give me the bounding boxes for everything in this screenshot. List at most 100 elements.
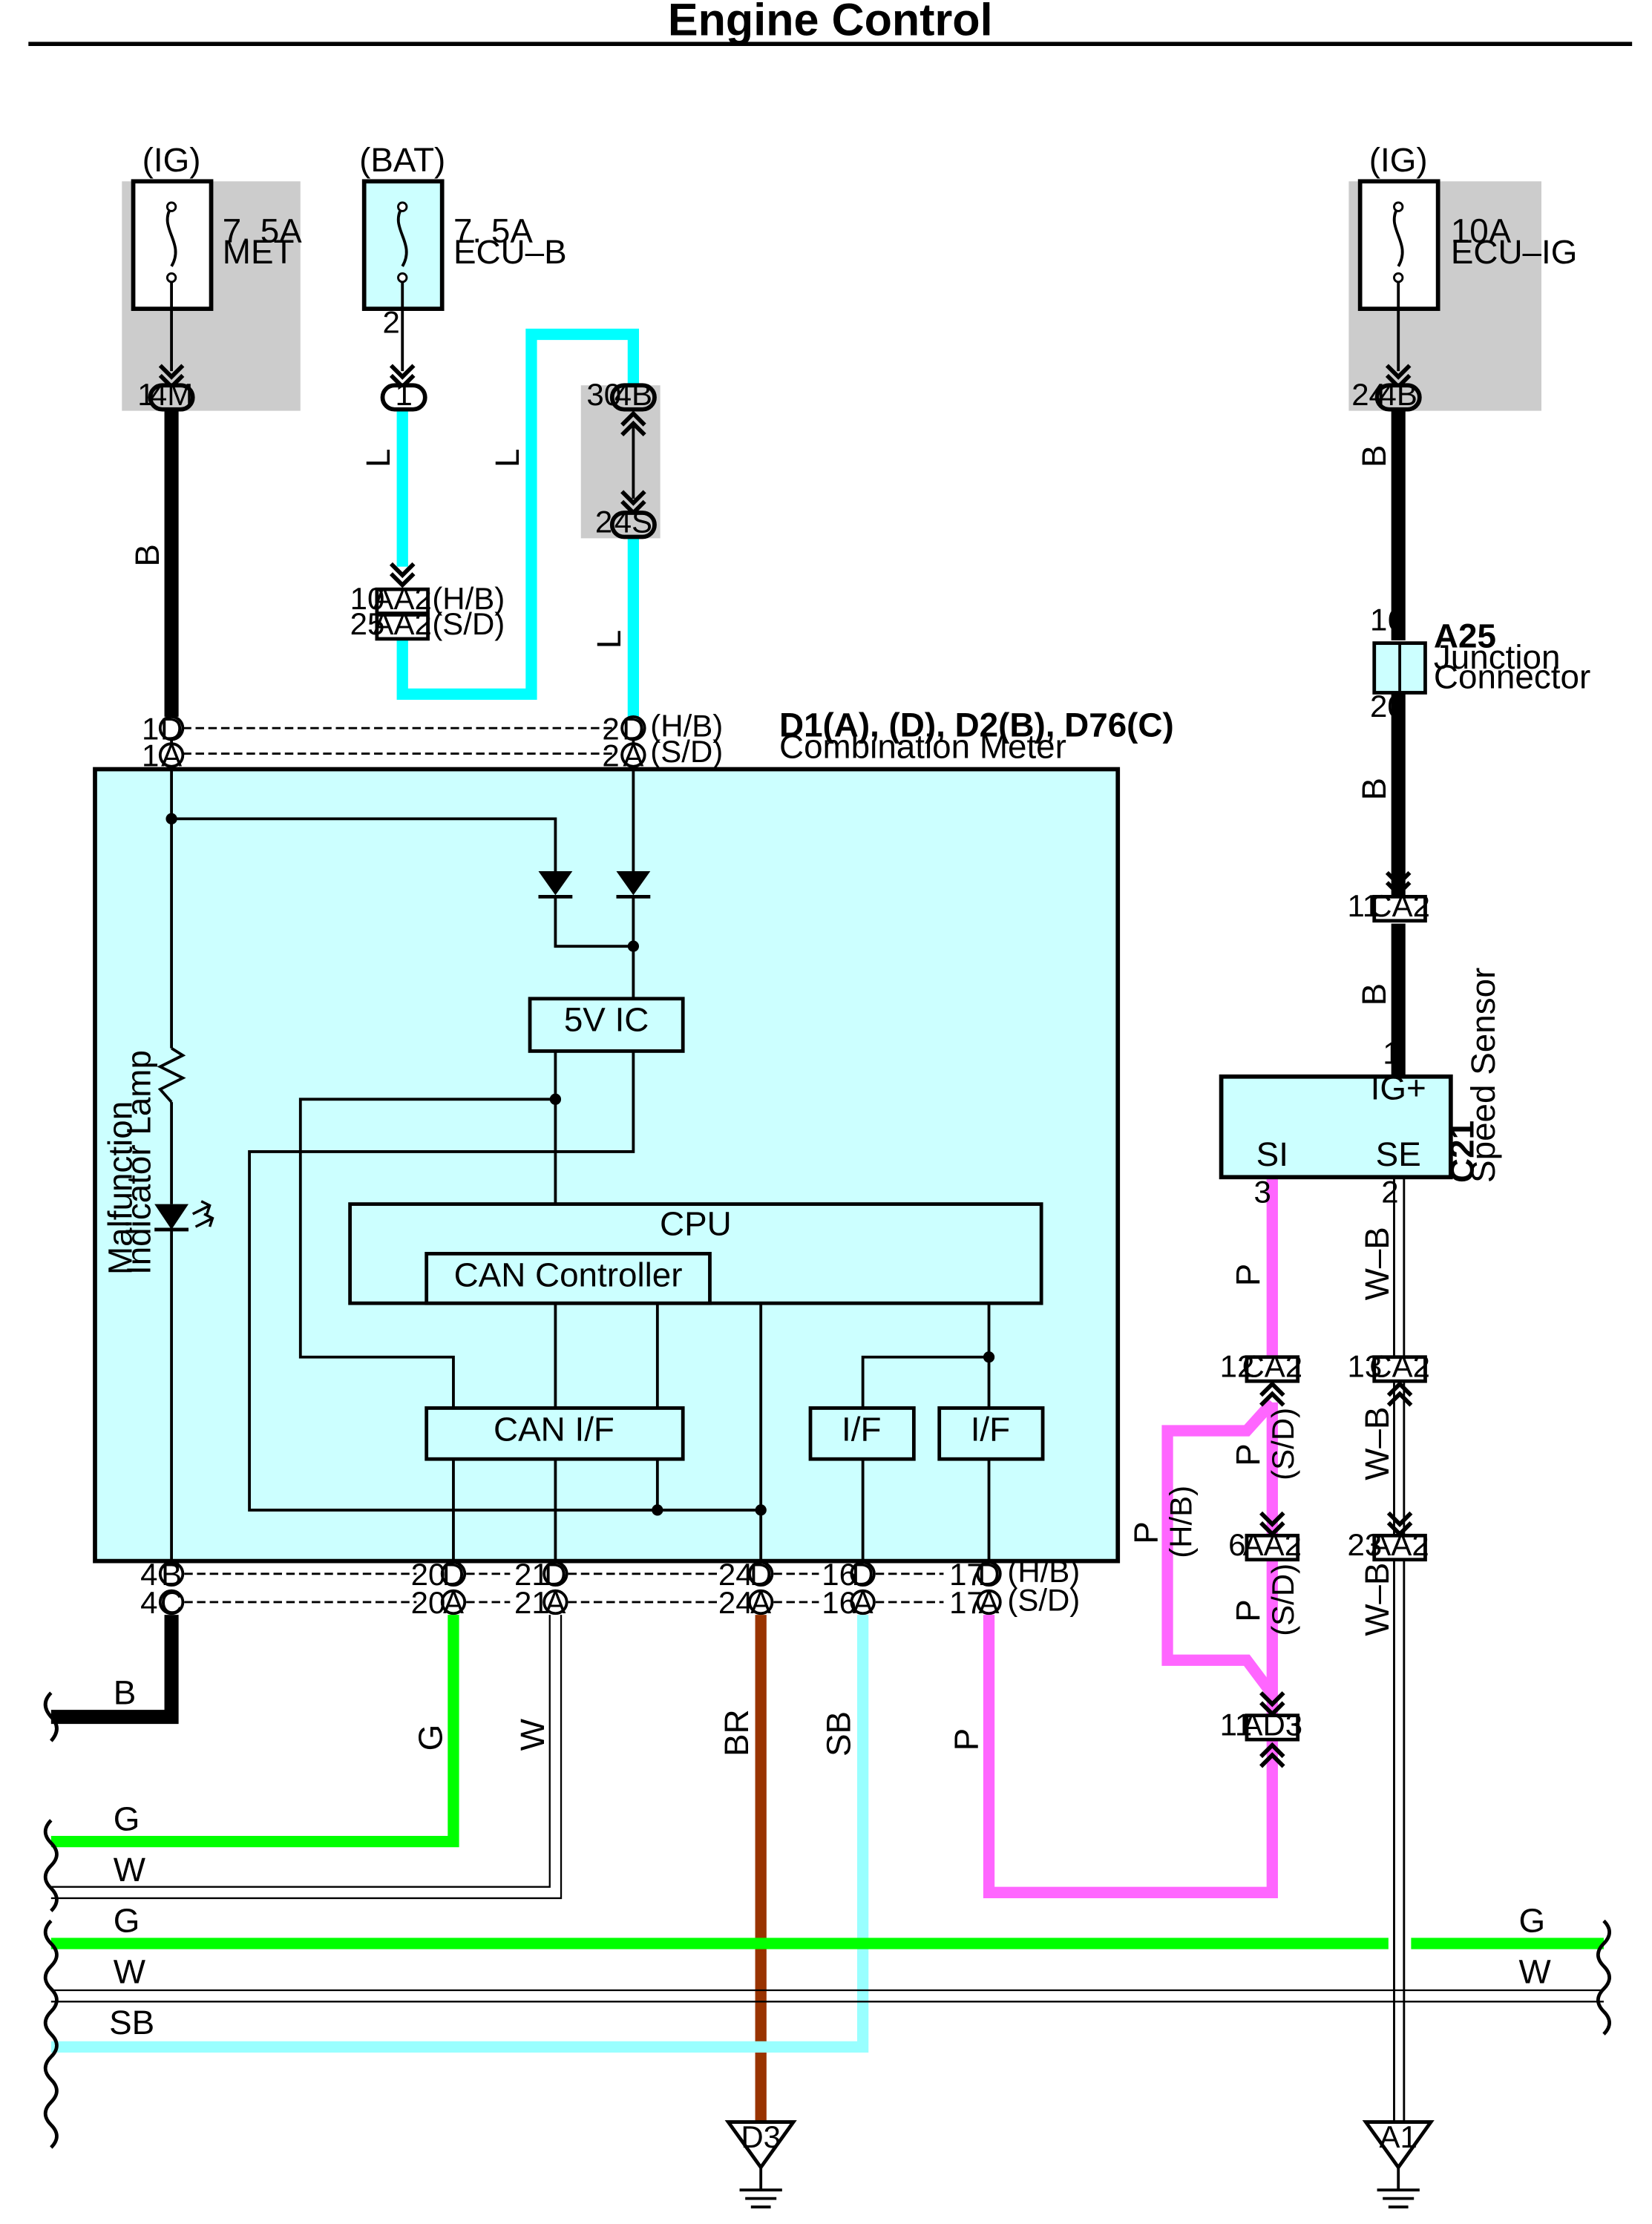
connector-4s <box>609 511 657 539</box>
connector-label: 1 <box>395 377 412 412</box>
sensor-terminal: SI <box>1256 1135 1288 1173</box>
pin-label: 23 <box>1347 1527 1382 1562</box>
meter-id: D1(A), (D), D2(B), D76(C) <box>779 706 1174 744</box>
meter-pin: D 21 <box>514 1557 568 1592</box>
sensor-id: C21 <box>1443 1121 1481 1183</box>
block-label: CAN I/F <box>494 1410 614 1448</box>
chevron-up-icon <box>1386 1380 1413 1407</box>
pin-label: 1 <box>137 377 154 412</box>
wire-label: B <box>114 1673 137 1711</box>
wire-label: W–B <box>1358 1563 1396 1636</box>
connector-label: AD3 <box>1242 1707 1302 1742</box>
break-mark <box>1596 1919 1611 2036</box>
svg-text:17: 17 <box>949 1585 984 1620</box>
junction-name-1: Junction <box>1434 638 1561 676</box>
svg-text:24: 24 <box>718 1557 753 1592</box>
pin-label: 30 <box>586 377 621 412</box>
wire-label: W <box>1518 1952 1551 1990</box>
block-label: I/F <box>971 1410 1010 1448</box>
chevron-up-icon <box>1259 1380 1285 1407</box>
pin-label: 2 <box>383 305 400 340</box>
chevron-up-icon <box>620 410 646 437</box>
pin-label: 25 <box>350 606 385 641</box>
wire-label: P <box>1127 1521 1165 1544</box>
block-can-if <box>425 1406 685 1461</box>
wire-label: B <box>1355 983 1393 1006</box>
wire-label: P <box>1229 1443 1267 1466</box>
svg-text:D: D <box>442 1557 465 1592</box>
break-mark <box>43 1919 59 2149</box>
pin-label: 10 <box>350 581 385 616</box>
connector-label: CA2 <box>1369 1348 1430 1383</box>
meter-pin: A 21 <box>514 1585 568 1620</box>
connector-label: AA2 <box>373 606 432 641</box>
fuse-terminal-icon <box>165 272 177 283</box>
meter-pin: D 1 <box>142 711 185 746</box>
wire-g-meter <box>50 1615 459 1848</box>
sensor-name: Speed Sensor <box>1464 968 1502 1183</box>
svg-text:C: C <box>160 1585 183 1620</box>
meter-name: Combination Meter <box>779 727 1066 765</box>
svg-text:D: D <box>544 1557 566 1592</box>
fuse-met-source: (IG) <box>142 141 201 179</box>
ground-d3: D3 <box>724 2119 797 2209</box>
wire-label: G <box>114 1800 140 1837</box>
svg-text:20: 20 <box>411 1585 446 1620</box>
connector-label: AA2 <box>1243 1527 1302 1562</box>
connector-ad3 <box>1245 1713 1300 1742</box>
svg-text:1: 1 <box>142 711 159 746</box>
block-label: CAN Controller <box>454 1256 683 1293</box>
svg-text:2: 2 <box>602 738 619 773</box>
fuse-terminal-icon <box>397 201 408 212</box>
connector-aa2 <box>1372 1533 1427 1562</box>
fuse-ecub-rating: 7. 5A <box>453 211 533 249</box>
connector-4b-top <box>609 383 657 412</box>
diode-icon <box>616 870 651 896</box>
block-5v-ic <box>528 997 685 1053</box>
svg-text:16: 16 <box>822 1585 856 1620</box>
connector-ca2 <box>1245 1355 1300 1383</box>
pin-label: 24 <box>1351 377 1386 412</box>
svg-text:A: A <box>979 1585 1000 1620</box>
meter-pin: D 24 <box>718 1557 774 1592</box>
fuse-terminal-icon <box>1393 201 1404 212</box>
block-label: CPU <box>660 1205 732 1243</box>
variant-label: (H/B) <box>1007 1554 1080 1589</box>
block-label: I/F <box>842 1410 881 1448</box>
connector-aa2 <box>1245 1533 1300 1562</box>
pin-label: 12 <box>1220 1348 1255 1383</box>
wire-label: G <box>412 1725 450 1751</box>
junction-id: A25 <box>1434 617 1496 655</box>
chevron-up-icon <box>1259 1742 1285 1768</box>
svg-text:21: 21 <box>514 1557 549 1592</box>
svg-text:A: A <box>545 1585 566 1620</box>
wire-l-loop <box>396 328 640 701</box>
junction-dot <box>165 813 177 824</box>
block-can-controller <box>425 1252 712 1305</box>
pin-label: 13 <box>1347 1348 1382 1383</box>
wire-w-meter-a <box>50 1615 551 1888</box>
variant-label: (S/D) <box>1007 1582 1080 1617</box>
pin-label: 1 <box>1383 1036 1400 1071</box>
connector-ca2 <box>1372 1355 1427 1383</box>
connector-4b-right <box>1374 383 1422 412</box>
wire-w-meter-b <box>50 1615 563 1900</box>
wire-p-to-meter <box>983 1615 1278 1898</box>
wire-label: P <box>947 1728 985 1751</box>
svg-text:A: A <box>750 1585 771 1620</box>
meter-pin: D 2 (H/B) <box>602 709 723 747</box>
variant-label: (S/D) <box>1265 1564 1300 1636</box>
connector-label: 4S <box>614 505 652 539</box>
fuse-met-rating: 7. 5A <box>223 211 302 249</box>
wire-label: W <box>514 1718 551 1751</box>
connector-label: AA2 <box>1370 1527 1429 1562</box>
pin-label: 6 <box>1228 1527 1245 1562</box>
block-if-1 <box>808 1406 916 1461</box>
fuse-ecuig-name: ECU–IG <box>1451 233 1578 271</box>
speed-sensor <box>1219 1074 1453 1180</box>
pin-label: 11 <box>1220 1707 1253 1742</box>
svg-text:D3: D3 <box>741 2119 781 2154</box>
sensor-terminal: IG+ <box>1371 1069 1426 1106</box>
led-icon <box>154 1204 189 1230</box>
